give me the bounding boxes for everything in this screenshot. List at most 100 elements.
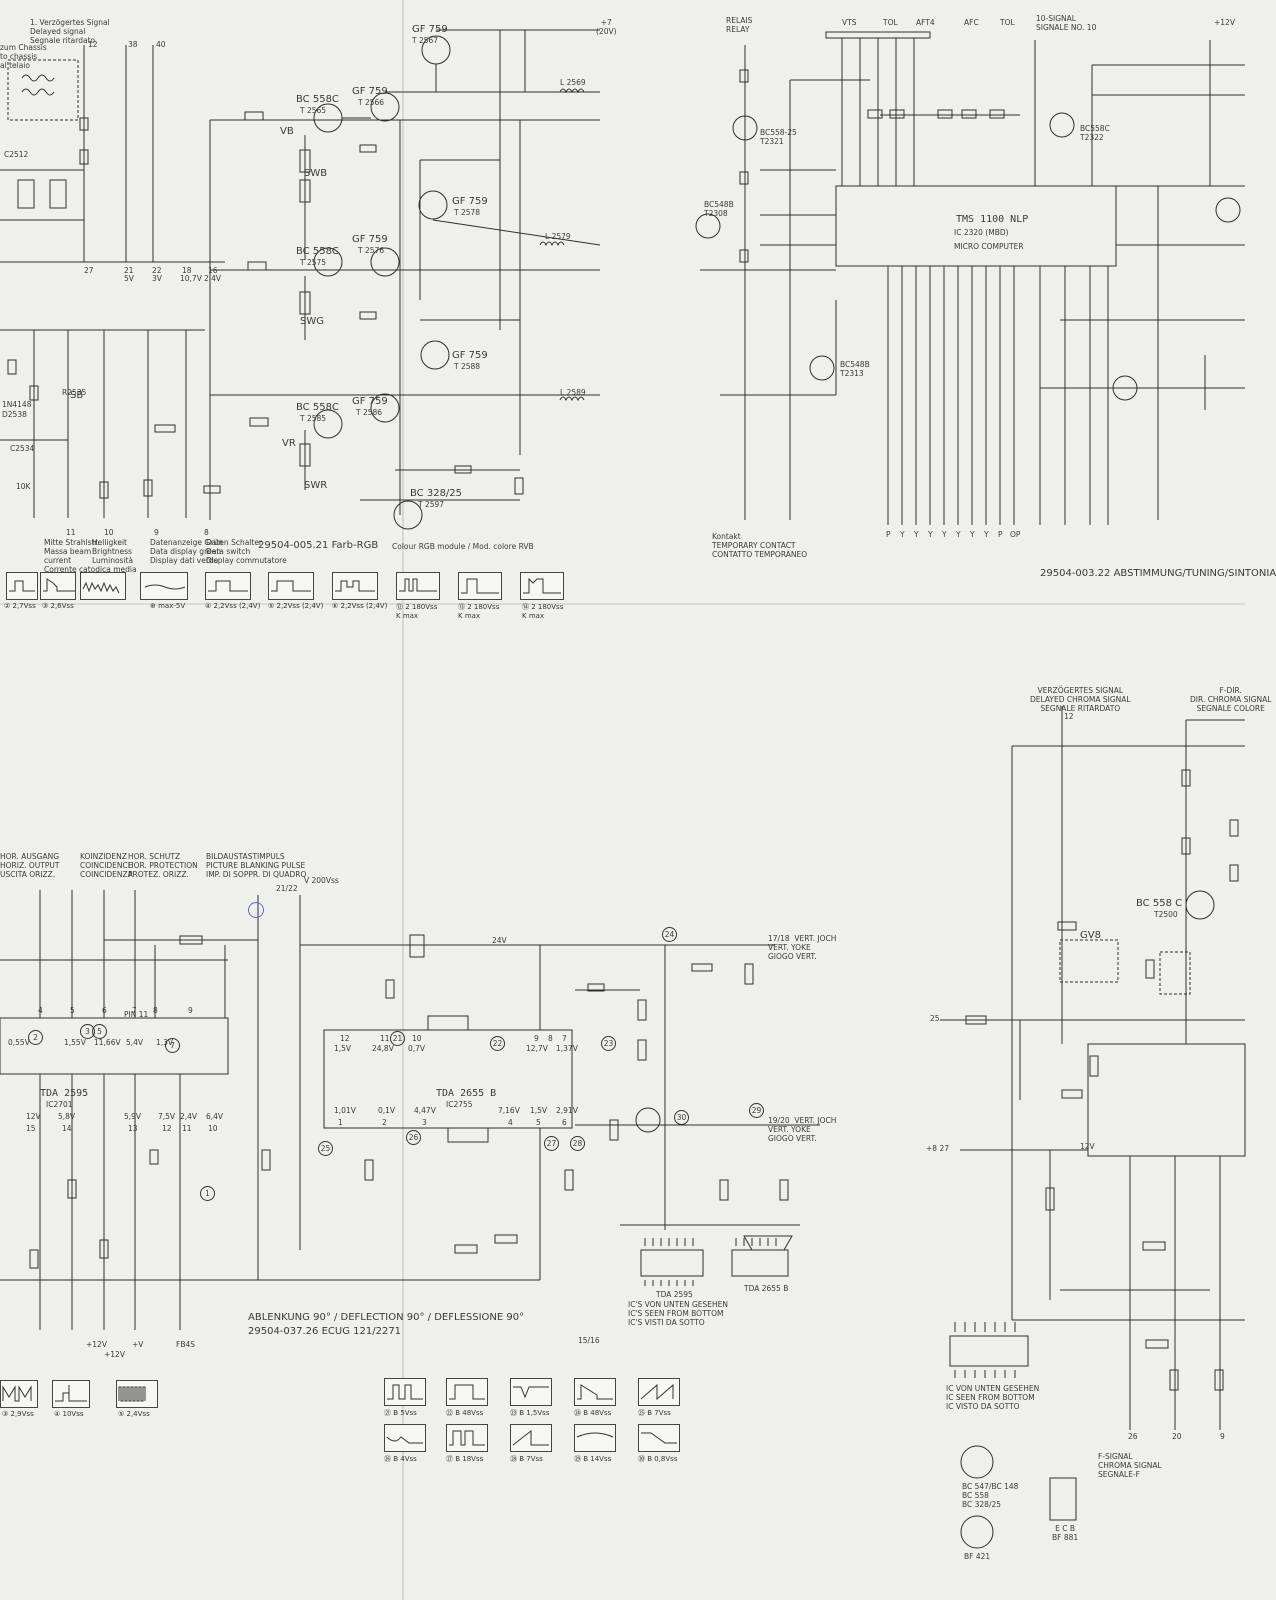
bottom-pin: +V: [132, 1340, 144, 1349]
oscilloscope-trace: [384, 1424, 426, 1452]
ic-pin: 4: [38, 1006, 43, 1015]
ic-pin-volt: 24,8V: [372, 1044, 394, 1053]
scope-caption: ⑥ 2,2Vss (2,4V): [332, 602, 388, 610]
transistor-label: GF 759: [352, 396, 388, 407]
pin-row-label: 16: [208, 266, 218, 275]
pin-label: 21/22: [276, 884, 298, 893]
chroma-module-wiring: [940, 706, 1246, 1549]
component-ref: C2534: [10, 444, 35, 453]
ic-pin: 6: [102, 1006, 107, 1015]
supply-label: 12V: [1080, 1142, 1095, 1151]
transistor-label: BC558C T2322: [1080, 124, 1110, 142]
ic-pin-volt: 0,7V: [408, 1044, 426, 1053]
tuning-bottom-pin: Y: [928, 530, 933, 539]
pin-row-label: 18: [182, 266, 192, 275]
transistor-label: GF 759: [452, 350, 488, 361]
node-marker: 7: [165, 1038, 180, 1053]
component-ref: 10K: [16, 482, 31, 491]
transistor-ref: T 2566: [358, 98, 385, 107]
coil-label: L 2579: [545, 232, 571, 241]
oscilloscope-trace: [510, 1424, 552, 1452]
tuning-bottom-pin: P: [998, 530, 1003, 539]
bottom-pin: 26: [1128, 1432, 1138, 1441]
bottom-pin: FB4S: [176, 1340, 195, 1349]
ic-pin-volt: 12,7V: [526, 1044, 548, 1053]
transistor-ref: T 2578: [454, 208, 481, 217]
scope-caption: ③ 2,9Vss: [2, 1410, 34, 1418]
rgb-module-subtitle: Colour RGB module / Mod. colore RVB: [392, 542, 534, 551]
section-header: BILDAUSTASTIMPULS PICTURE BLANKING PULSE…: [206, 852, 307, 879]
ic-pin: 15: [26, 1124, 36, 1133]
transistor-label: BC 558 C: [1136, 898, 1183, 909]
scope-caption: ㉓ B 1,5Vss: [510, 1409, 550, 1417]
node-marker: 5: [92, 1024, 107, 1039]
oscilloscope-trace: [205, 572, 251, 600]
bottom-pin: +12V: [104, 1350, 125, 1359]
ic-package-drawings: [640, 1235, 793, 1286]
delayed-signal-header: 1. Verzögertes Signal Delayed signal Seg…: [30, 18, 110, 45]
oscilloscope-trace: [6, 572, 38, 600]
transistor-label: BC558-25 T2321: [760, 128, 797, 146]
ic-pin: 2: [382, 1118, 387, 1127]
tuning-bottom-pin: Y: [942, 530, 947, 539]
node-marker: 30: [674, 1110, 689, 1125]
ic-pin: 9: [188, 1006, 193, 1015]
tuning-ic-label: TMS 1100 NLP: [956, 214, 1029, 225]
paper-fold-vertical: [402, 0, 404, 1600]
header-label: TOL: [883, 18, 898, 27]
ic-pin: 5: [536, 1118, 541, 1127]
transistor-ref: T 2565: [300, 106, 327, 115]
ic-ref: IC2701: [46, 1100, 73, 1109]
gv-label: GV8: [1080, 930, 1101, 941]
node-marker: 25: [318, 1141, 333, 1156]
ic-pin-volt: 2,91V: [556, 1106, 578, 1115]
scope-caption: ⑤ 2,2Vss (2,4V): [268, 602, 324, 610]
transistor-ref: T 2576: [358, 246, 385, 255]
node-marker: 29: [749, 1103, 764, 1118]
oscilloscope-trace: [0, 1380, 38, 1408]
ic-pin: 7: [132, 1006, 137, 1015]
deflection-title: ABLENKUNG 90° / DEFLECTION 90° / DEFLESS…: [248, 1312, 525, 1323]
oscilloscope-trace: [80, 572, 126, 600]
ic-pin: 1: [338, 1118, 343, 1127]
input-pin: +8 27: [926, 1144, 949, 1153]
ic-pin-volt: 1,5V: [334, 1044, 352, 1053]
pin-label: 10: [104, 528, 114, 537]
transistor-label: BC 328/25: [410, 488, 463, 499]
scope-caption: ㉗ B 18Vss: [446, 1455, 484, 1463]
marker-ring-icon: [248, 902, 264, 918]
supply-label: 24V: [492, 936, 507, 945]
pin-label: 9: [154, 528, 159, 537]
ic-pin: 7: [562, 1034, 567, 1043]
ic-pin: 8: [548, 1034, 553, 1043]
transistor-label: BC 558C: [296, 246, 339, 257]
scope-caption: ⑫ 2 180Vss K max: [396, 603, 438, 620]
tuning-module-title: 29504-003.22 ABSTIMMUNG/TUNING/SINTONIA: [1040, 568, 1276, 579]
scope-caption: ㉙ B 14Vss: [574, 1455, 612, 1463]
oscilloscope-trace: [510, 1378, 552, 1406]
ic-pin-volt: 6,4V: [206, 1112, 224, 1121]
chroma-header-right: F-DIR. DIR. CHROMA SIGNAL SEGNALE COLORE: [1190, 686, 1272, 713]
transistor-package-label: BC 547/BC 148 BC 558 BC 328/25: [962, 1482, 1019, 1509]
chassis-note: zum Chassis to chassis al telaio: [0, 43, 47, 70]
ic-pin-volt: 5,4V: [126, 1038, 144, 1047]
transistor-ref: T 2567: [412, 36, 439, 45]
vert-yoke-top: 17/18 VERT. JOCH VERT. YOKE GIOGO VERT.: [768, 934, 837, 961]
scope-caption: ⑬ 2 180Vss K max: [458, 603, 500, 620]
scope-caption: ③ 2,6Vss: [42, 602, 74, 610]
tuning-bottom-pin: Y: [900, 530, 905, 539]
ic-pin-volt: 5,9V: [124, 1112, 142, 1121]
package-caption: TDA 2655 B: [744, 1284, 789, 1293]
ic-pin: 10: [412, 1034, 422, 1043]
ic-pin: 9: [534, 1034, 539, 1043]
scope-caption: ② 2,7Vss: [4, 602, 36, 610]
transistor-package-label: E C B BF 881: [1052, 1524, 1079, 1542]
adjuster-label: SWR: [304, 480, 328, 491]
ic-pin: 13: [128, 1124, 138, 1133]
node-marker: 22: [490, 1036, 505, 1051]
tuning-bottom-pin: Y: [914, 530, 919, 539]
adjuster-label: SB: [70, 390, 84, 401]
input-pin: 25: [930, 1014, 940, 1023]
header-label: AFT4: [916, 18, 935, 27]
pin-line-label: PIN 11: [124, 1010, 149, 1019]
